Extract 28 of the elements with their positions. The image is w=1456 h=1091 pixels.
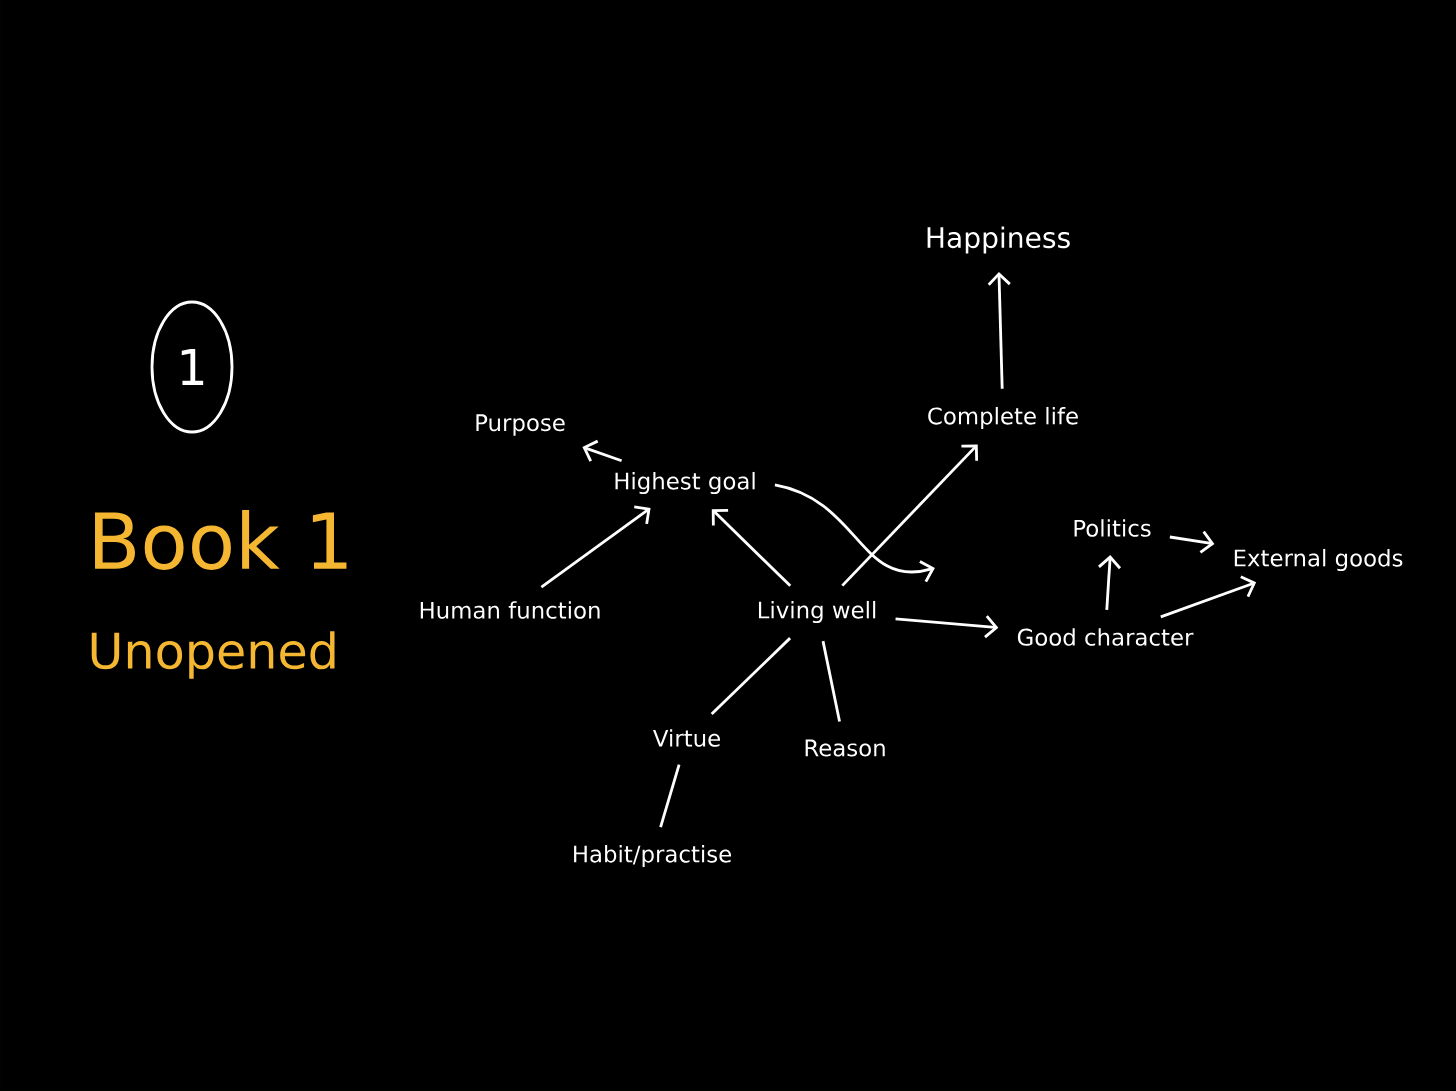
arrow (711, 508, 792, 587)
concept-label: Highest goal (615, 471, 755, 495)
arrow (1098, 555, 1122, 610)
circled-number: 1 (150, 300, 234, 434)
concept-label: Complete life (928, 406, 1078, 430)
connector-line (821, 640, 841, 722)
arrow (841, 444, 979, 587)
concept-label: Reason (805, 739, 885, 757)
concept-label: Happiness (927, 226, 1070, 254)
connector-line (710, 637, 792, 716)
concept-label: Virtue (653, 729, 720, 747)
arrow (582, 439, 623, 463)
concept-label: External goods (1234, 548, 1403, 572)
concept-label: Politics (1074, 519, 1151, 537)
concept-label: Human function (420, 601, 600, 619)
arrow (540, 505, 651, 589)
arrow (774, 483, 935, 583)
concept-label: Purpose (476, 414, 565, 436)
arrow (1169, 530, 1215, 554)
concept-label: Habit/practise (574, 844, 732, 868)
subtitle: Unopened (91, 631, 335, 679)
concept-label: Good character (1017, 628, 1194, 646)
arrow (1160, 575, 1257, 619)
arrow (987, 271, 1011, 389)
title: Book 1 (95, 510, 347, 570)
arrow (895, 615, 999, 639)
connector-line (659, 764, 681, 828)
concept-label: Living well (758, 600, 876, 624)
